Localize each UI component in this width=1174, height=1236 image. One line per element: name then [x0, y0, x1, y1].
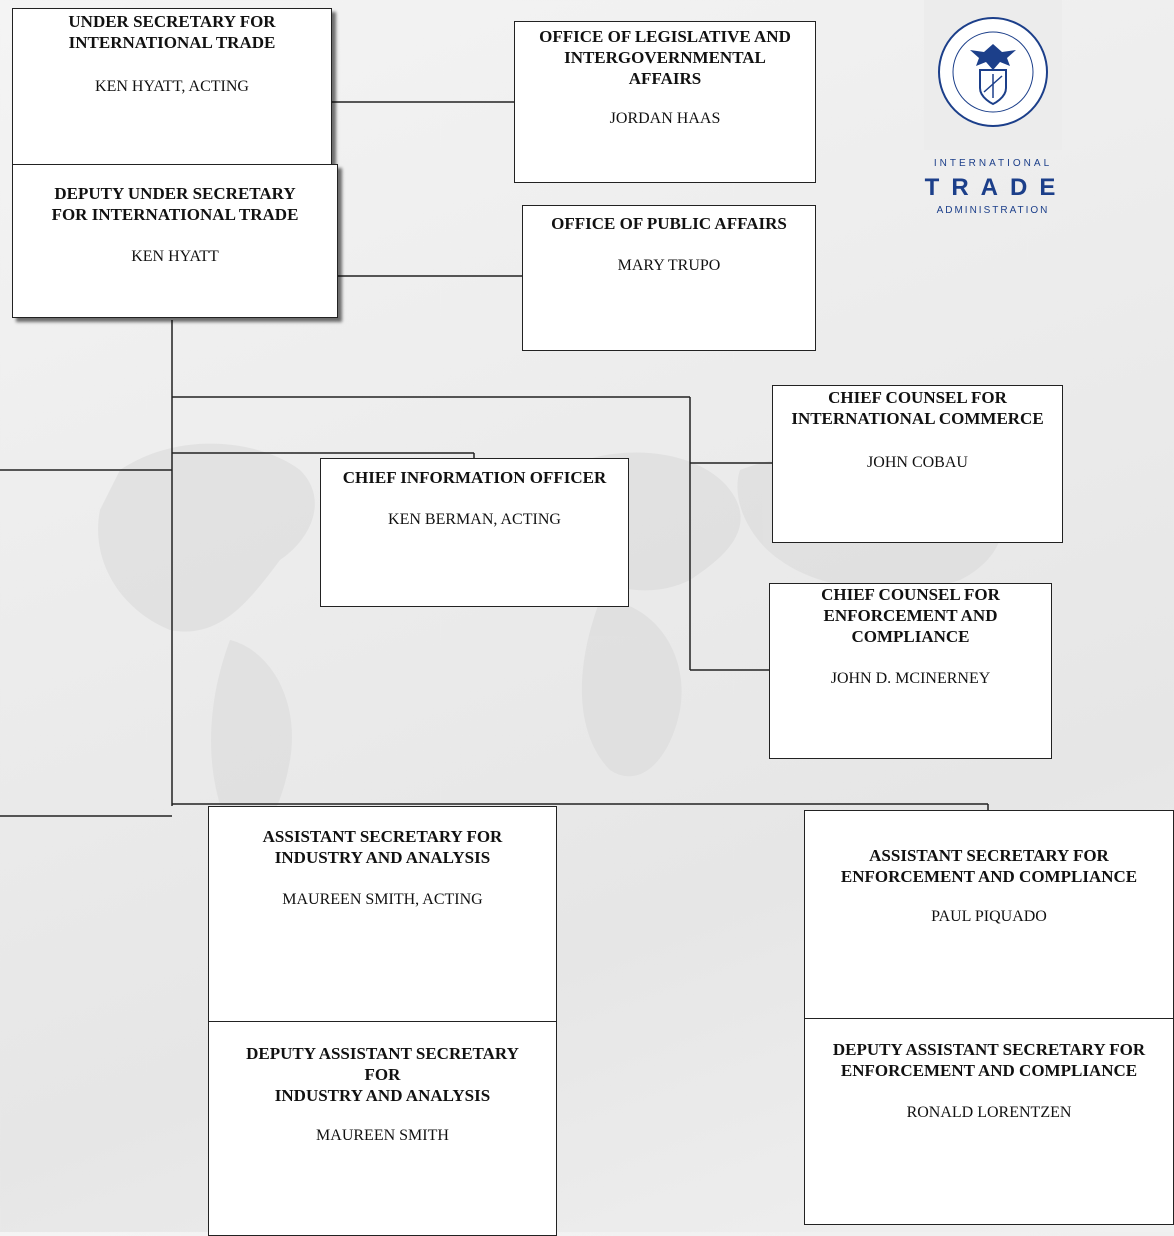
box-title: ASSISTANT SECRETARY FOR INDUSTRY AND ANA…	[262, 827, 503, 867]
under-secretary-box: UNDER SECRETARY FOR INTERNATIONAL TRADE …	[12, 8, 332, 166]
box-name: PAUL PIQUADO	[931, 908, 1047, 925]
assistant-secretary-enforcement-box: ASSISTANT SECRETARY FOR ENFORCEMENT AND …	[804, 810, 1174, 1020]
box-title: UNDER SECRETARY FOR INTERNATIONAL TRADE	[68, 12, 276, 52]
box-title: OFFICE OF PUBLIC AFFAIRS	[551, 214, 787, 233]
legislative-affairs-box: OFFICE OF LEGISLATIVE AND INTERGOVERNMEN…	[514, 21, 816, 183]
box-title: DEPUTY ASSISTANT SECRETARY FOR INDUSTRY …	[246, 1044, 519, 1105]
box-title: DEPUTY UNDER SECRETARY FOR INTERNATIONAL…	[51, 184, 299, 224]
box-title: OFFICE OF LEGISLATIVE AND INTERGOVERNMEN…	[539, 27, 791, 88]
logo-line-trade: TRADE	[924, 174, 1068, 201]
box-title: CHIEF COUNSEL FOR INTERNATIONAL COMMERCE	[791, 388, 1044, 428]
commerce-seal	[924, 0, 1062, 150]
box-name: JORDAN HAAS	[609, 110, 721, 127]
box-name: KEN BERMAN, ACTING	[388, 511, 561, 528]
box-name: MAUREEN SMITH	[316, 1127, 449, 1144]
box-title: ASSISTANT SECRETARY FOR ENFORCEMENT AND …	[840, 846, 1138, 886]
eagle-seal-icon	[938, 17, 1048, 127]
chief-information-officer-box: CHIEF INFORMATION OFFICER KEN BERMAN, AC…	[320, 458, 629, 607]
box-name: RONALD LORENTZEN	[906, 1104, 1072, 1121]
public-affairs-box: OFFICE OF PUBLIC AFFAIRS MARY TRUPO	[522, 205, 816, 351]
assistant-secretary-industry-box: ASSISTANT SECRETARY FOR INDUSTRY AND ANA…	[208, 806, 557, 1023]
deputy-assistant-secretary-enforcement-box: DEPUTY ASSISTANT SECRETARY FOR ENFORCEME…	[804, 1018, 1174, 1225]
chief-counsel-enforcement-box: CHIEF COUNSEL FOR ENFORCEMENT AND COMPLI…	[769, 583, 1052, 759]
box-name: JOHN COBAU	[867, 454, 968, 471]
box-name: KEN HYATT	[131, 248, 219, 265]
box-name: MAUREEN SMITH, ACTING	[282, 891, 483, 908]
logo-line-administration: ADMINISTRATION	[936, 205, 1050, 216]
box-name: MARY TRUPO	[617, 257, 721, 274]
box-title: CHIEF COUNSEL FOR ENFORCEMENT AND COMPLI…	[821, 585, 1000, 646]
chief-counsel-international-commerce-box: CHIEF COUNSEL FOR INTERNATIONAL COMMERCE…	[772, 385, 1063, 543]
logo-line-international: INTERNATIONAL	[933, 158, 1053, 169]
box-name: KEN HYATT, ACTING	[95, 78, 249, 95]
box-title: CHIEF INFORMATION OFFICER	[342, 468, 607, 487]
deputy-assistant-secretary-industry-box: DEPUTY ASSISTANT SECRETARY FOR INDUSTRY …	[208, 1021, 557, 1236]
box-title: DEPUTY ASSISTANT SECRETARY FOR ENFORCEME…	[832, 1040, 1146, 1080]
ita-logo: INTERNATIONAL TRADE ADMINISTRATION	[918, 0, 1068, 220]
box-name: JOHN D. MCINERNEY	[830, 670, 991, 687]
deputy-under-secretary-box: DEPUTY UNDER SECRETARY FOR INTERNATIONAL…	[12, 164, 338, 318]
